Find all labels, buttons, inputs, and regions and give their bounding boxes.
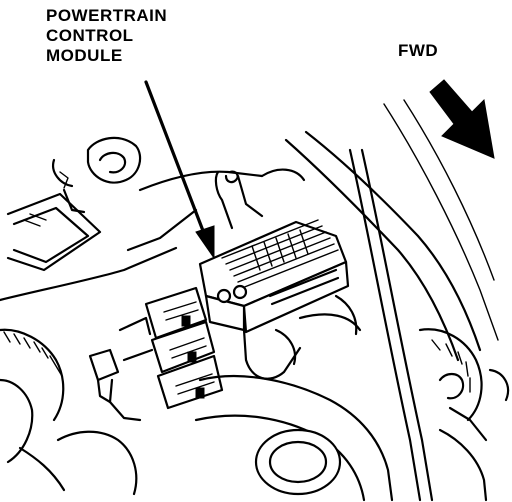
right-side-components [418, 328, 510, 502]
powertrain-control-module [198, 219, 350, 334]
module-connectors [144, 286, 224, 410]
fwd-label: FWD [398, 41, 439, 60]
fwd-arrow-icon [429, 79, 495, 159]
pcm-label-line-3: MODULE [46, 46, 123, 65]
air-duct [194, 374, 394, 502]
intake-manifold [0, 136, 178, 302]
wiring-harness [284, 99, 499, 502]
pcm-label-line-2: CONTROL [46, 26, 134, 45]
pcm-label-line-1: POWERTRAIN [46, 6, 168, 25]
pcm-callout-label: POWERTRAIN CONTROL MODULE [46, 6, 167, 66]
drive-pulley [0, 328, 138, 496]
hose-bracket [126, 168, 306, 252]
sensor-clip [88, 316, 154, 422]
leader-arrow-icon [144, 80, 215, 260]
